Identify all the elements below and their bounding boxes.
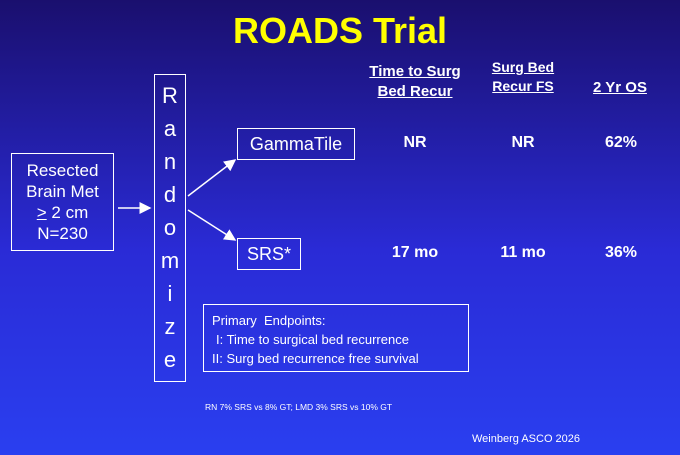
randomize-letter: z [164,314,176,340]
column-header-line: 2 Yr OS [593,79,647,96]
randomize-letter: a [163,115,177,141]
column-header-recur-fs: Surg Bed Recur FS [478,58,568,96]
randomize-letter: o [163,214,177,240]
population-box: Resected Brain Met > 2 cm N=230 [11,153,114,251]
column-header-line: Time to Surg [369,63,461,80]
randomize-box: R a n d o m i z e [154,74,186,382]
population-line2: Brain Met [26,182,99,201]
gammatile-2yr-os: 62% [604,134,638,151]
arrow-to-gammatile [187,159,237,197]
column-header-2yr-os: 2 Yr OS [580,78,660,98]
primary-endpoints-box: Primary Endpoints: I: Time to surgical b… [203,304,469,372]
slide-title: ROADS Trial [232,10,448,51]
population-line1: Resected [26,161,99,180]
population-size-label: 2 cm [46,203,89,222]
population-line3: > 2 cm [37,202,89,223]
gte-symbol: > [36,203,47,222]
gammatile-recur-fs: NR [511,134,535,151]
gammatile-time-to-recur: NR [403,134,427,151]
column-header-time-to-recur: Time to Surg Bed Recur [356,62,474,102]
randomize-letter: m [160,248,180,274]
srs-recur-fs: 11 mo [500,244,546,261]
population-line4: N=230 [37,224,88,243]
footnote: RN 7% SRS vs 8% GT; LMD 3% SRS vs 10% GT [205,402,393,412]
arm-gammatile-box: GammaTile [237,128,355,160]
srs-2yr-os: 36% [604,244,638,261]
endpoint-item: II: Surg bed recurrence free survival [212,351,419,366]
column-header-line: Surg Bed [491,59,555,75]
endpoint-item: I: Time to surgical bed recurrence [216,332,409,347]
column-header-line: Bed Recur [377,83,453,100]
randomize-letter: e [163,347,177,373]
randomize-letter: R [162,82,178,108]
column-header-line: Recur FS [492,78,554,94]
randomize-letter: d [163,181,177,207]
citation: Weinberg ASCO 2026 [472,433,581,445]
randomize-letter: i [167,281,173,307]
randomize-letter: n [163,148,177,174]
arrow-to-srs [187,209,237,241]
srs-time-to-recur: 17 mo [391,244,439,261]
arm-srs-box: SRS* [237,238,301,270]
endpoints-heading: Primary Endpoints: [212,313,326,328]
